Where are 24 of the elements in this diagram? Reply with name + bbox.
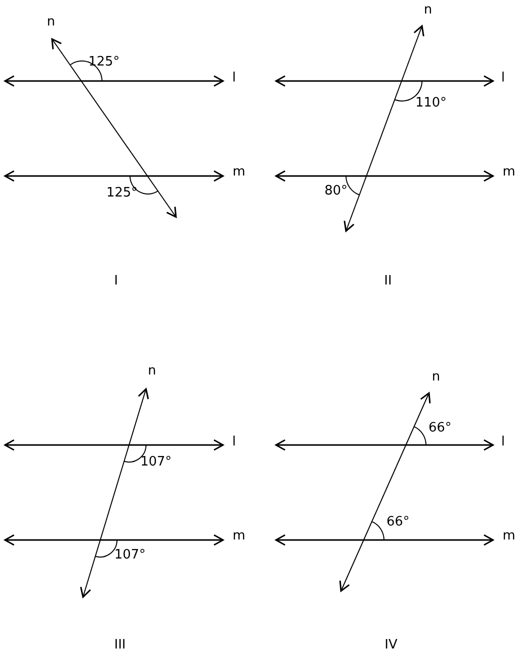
angle-measure: 107° <box>114 548 146 562</box>
line-name: l <box>501 72 505 84</box>
angle-measure: 66° <box>386 516 410 528</box>
angle-measure: 125° <box>88 56 120 68</box>
line-name: l <box>501 436 505 448</box>
line-name: n <box>46 16 56 28</box>
figure-number: III <box>114 638 126 652</box>
line-name: n <box>432 370 440 384</box>
angle-measure: 107° <box>140 456 172 468</box>
line-name: n <box>424 4 432 16</box>
figure-number: I <box>114 274 118 288</box>
angle-measure: 66° <box>428 422 452 434</box>
figure-number: IV <box>384 638 398 652</box>
line-name: n <box>148 364 156 378</box>
figure-number: II <box>384 274 392 288</box>
line-name: m <box>232 166 246 178</box>
line-name: l <box>232 72 236 84</box>
angle-measure: 125° <box>106 186 138 200</box>
line-name: m <box>502 530 516 542</box>
line-name: m <box>232 530 246 542</box>
angle-measure: 80° <box>324 184 348 198</box>
line-name: m <box>502 166 516 178</box>
angle-measure: 110° <box>415 96 447 110</box>
line-name: l <box>232 436 236 448</box>
